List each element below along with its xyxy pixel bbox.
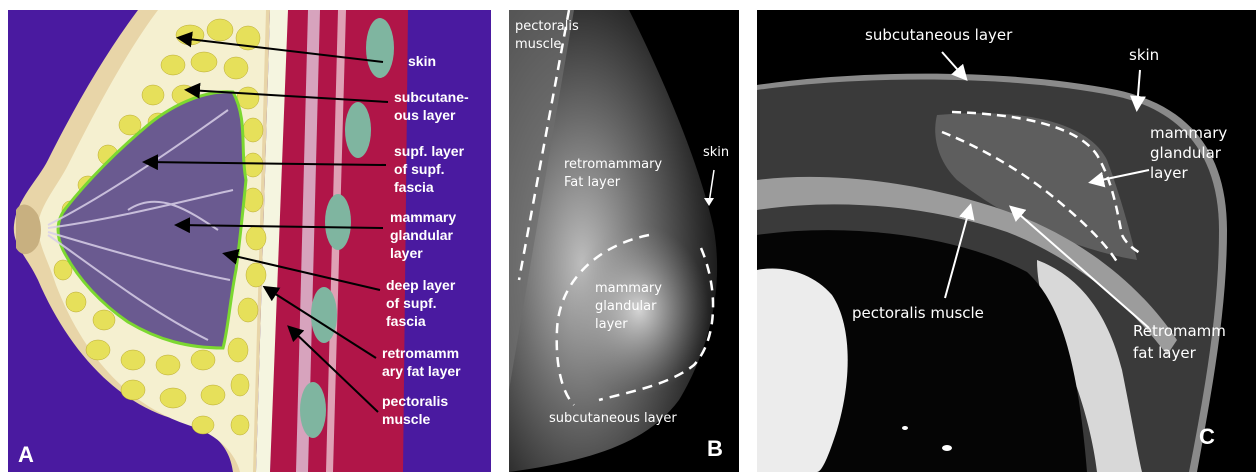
label-retromammary-line2: Fat layer [564, 175, 621, 190]
rib-shape [300, 382, 326, 438]
vessel-dot [902, 426, 908, 430]
label-pectoralis: pectoralis muscle [852, 304, 984, 322]
label-pectoralis-line1: pectoralis [515, 19, 579, 34]
label-skin: skin [703, 145, 729, 160]
label-subcutaneous-line1: subcutane- [394, 89, 469, 105]
label-mammary-line2: glandular [595, 299, 657, 314]
label-mammary-line1: mammary [595, 281, 662, 296]
label-mammary-line2: glandular [390, 227, 454, 243]
label-subcutaneous: subcutaneous layer [865, 26, 1013, 44]
label-skin: skin [1129, 46, 1159, 64]
breast-anatomy-illustration: skin subcutane- ous layer supf. layer of… [8, 10, 491, 472]
label-skin: skin [408, 53, 436, 69]
label-mammary-line1: mammary [390, 209, 456, 225]
label-retromammary-line1: Retromamm [1133, 322, 1226, 340]
label-retromammary-line2: ary fat layer [382, 363, 461, 379]
panel-b-mammogram: pectoralis muscle retromammary Fat layer… [509, 10, 739, 472]
label-pectoralis-line2: muscle [515, 37, 561, 52]
label-deep-fascia-line2: of supf. [386, 295, 437, 311]
rib-shape [325, 194, 351, 250]
label-mammary-line1: mammary [1150, 124, 1227, 142]
label-mammary-line3: layer [595, 317, 628, 332]
label-supf-fascia-line3: fascia [394, 179, 434, 195]
label-supf-fascia-line2: of supf. [394, 161, 445, 177]
panel-letter-a: A [18, 442, 34, 467]
panel-letter-b: B [707, 436, 723, 461]
label-mammary-line3: layer [1150, 164, 1188, 182]
label-retromammary-line1: retromamm [382, 345, 459, 361]
label-retromammary-line2: fat layer [1133, 344, 1197, 362]
rib-shape [311, 287, 337, 343]
label-deep-fascia-line1: deep layer [386, 277, 456, 293]
ct-image: subcutaneous layer skin mammary glandula… [757, 10, 1256, 472]
panel-c-ct-scan: subcutaneous layer skin mammary glandula… [757, 10, 1256, 472]
label-supf-fascia-line1: supf. layer [394, 143, 465, 159]
mammogram-image: pectoralis muscle retromammary Fat layer… [509, 10, 739, 472]
panel-letter-c: C [1199, 424, 1215, 449]
label-subcutaneous-line2: ous layer [394, 107, 456, 123]
label-subcutaneous: subcutaneous layer [549, 411, 677, 426]
label-pectoralis-line2: muscle [382, 411, 430, 427]
label-mammary-line2: glandular [1150, 144, 1222, 162]
panel-a-illustration: skin subcutane- ous layer supf. layer of… [8, 10, 491, 472]
label-pectoralis-line1: pectoralis [382, 393, 448, 409]
rib-shape [366, 18, 394, 78]
vessel-dot [942, 445, 952, 451]
label-deep-fascia-line3: fascia [386, 313, 426, 329]
label-mammary-line3: layer [390, 245, 423, 261]
rib-shape [345, 102, 371, 158]
label-retromammary-line1: retromammary [564, 157, 662, 172]
